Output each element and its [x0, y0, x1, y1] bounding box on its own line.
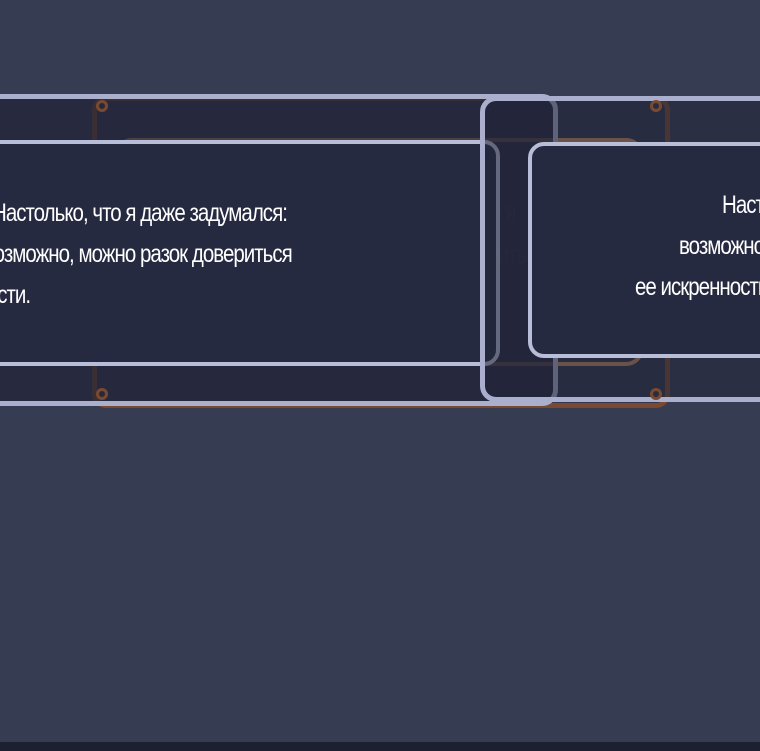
caption-left-line-3: ее искренности. — [0, 281, 31, 309]
corner-bolt-icon — [96, 388, 108, 400]
caption-box-left-inner — [0, 140, 500, 366]
caption-left-line-2: возможно, можно разок довериться — [0, 240, 293, 268]
caption-right-line-3: ее искренности. — [635, 273, 760, 301]
caption-left-line-1: Настолько, что я даже задумался: — [0, 199, 288, 227]
corner-bolt-icon — [650, 100, 662, 112]
bottom-edge-strip — [0, 742, 760, 751]
corner-bolt-icon — [96, 100, 108, 112]
corner-bolt-icon — [650, 388, 662, 400]
caption-right-line-2: возможно, можно разок довериться — [679, 232, 760, 260]
caption-right-line-1: Настолько, что я даже задумался: — [722, 191, 760, 219]
caption-box-right-inner — [528, 142, 760, 358]
